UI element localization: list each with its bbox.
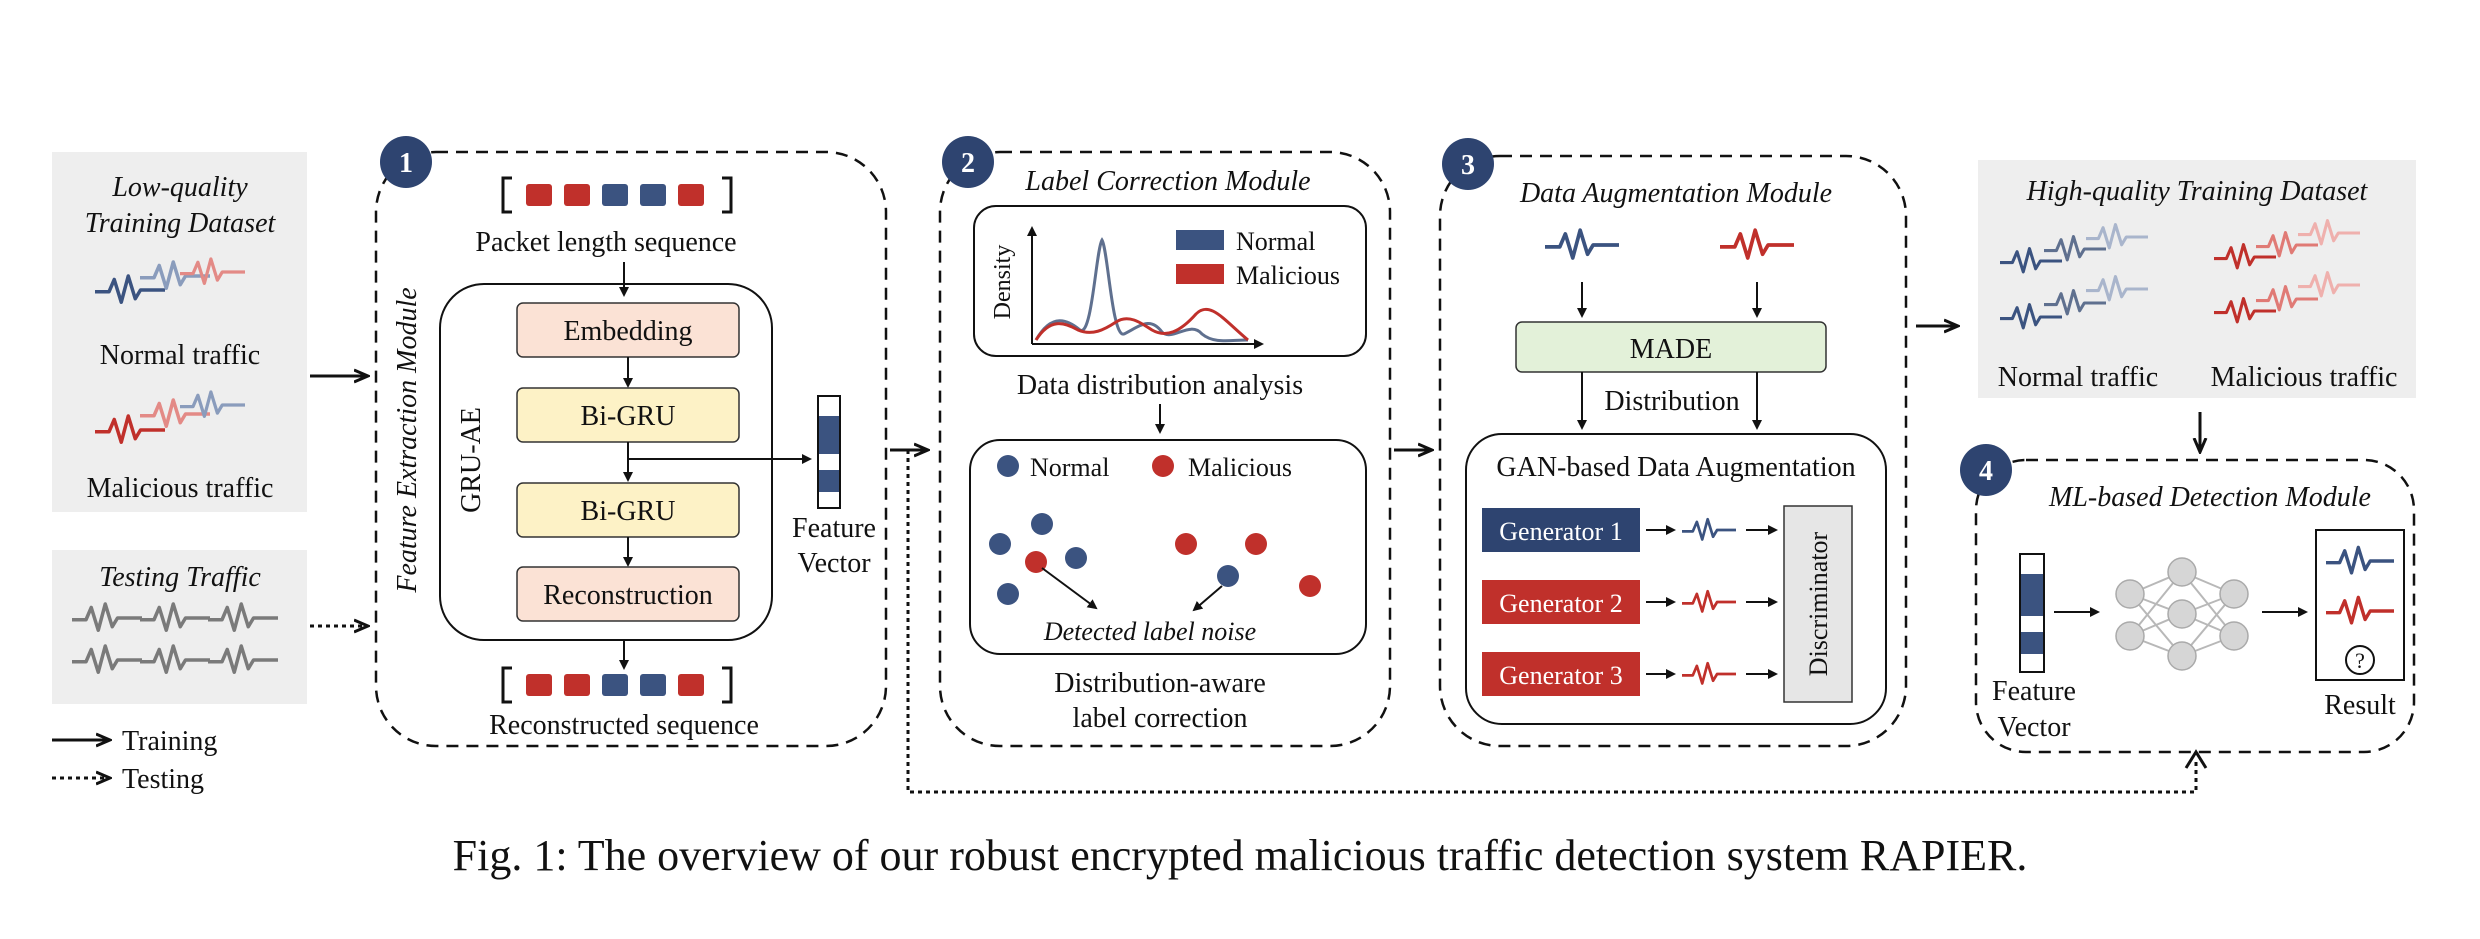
legend-testing-label: Testing: [122, 764, 204, 795]
reconstructed-sequence-icon: [501, 666, 733, 704]
unknown-result-icon: [2345, 645, 2375, 675]
ml-detection-module: 4 ML-based Detection Module Feature Vect…: [1960, 444, 2416, 754]
ml-detection-title: ML-based Detection Module: [2048, 482, 2371, 513]
feature-vector-label-line2: Vector: [797, 548, 871, 579]
gan-title: GAN-based Data Augmentation: [1496, 452, 1855, 483]
label-correction-module: 2 Label Correction Module Density Normal…: [938, 136, 1392, 748]
m4-feature-vector-line2: Vector: [1997, 712, 2071, 743]
testing-path-arrow: [906, 450, 2198, 794]
reconstructed-sequence-label: Reconstructed sequence: [489, 710, 759, 741]
packet-length-sequence-icon: [501, 176, 733, 214]
label-correction-caption-line1: Distribution-aware: [1054, 668, 1266, 699]
embedding-layer-label: Embedding: [563, 316, 692, 347]
density-legend-malicious-swatch: [1176, 264, 1224, 284]
scatter-points: [989, 513, 1321, 605]
module4-badge: 4: [1979, 456, 1993, 487]
reconstruction-layer-label: Reconstruction: [543, 580, 713, 611]
normal-wave-icon: [1545, 228, 1619, 260]
feature-vector-icon: [817, 395, 841, 509]
generator-1-label: Generator 1: [1499, 517, 1622, 546]
discriminator-label: Discriminator: [1804, 531, 1833, 676]
packet-length-sequence-label: Packet length sequence: [475, 227, 736, 258]
gru-ae-label: GRU-AE: [456, 407, 487, 513]
generator-2-label: Generator 2: [1499, 589, 1622, 618]
module2-badge: 2: [961, 148, 975, 179]
density-legend-normal: Normal: [1236, 227, 1315, 256]
data-augmentation-title: Data Augmentation Module: [1519, 178, 1832, 209]
generated-malicious-wave-icon-2: [1682, 661, 1736, 685]
discriminator-block: [1783, 505, 1853, 703]
generator-2-block: [1482, 580, 1640, 624]
dot-legend-malicious: Malicious: [1188, 453, 1292, 482]
feature-extraction-title: Feature Extraction Module: [392, 287, 423, 593]
feature-extraction-module: 1 Feature Extraction Module Packet lengt…: [374, 136, 888, 748]
m4-feature-vector-icon: [2019, 553, 2045, 673]
low-quality-title-line1: Low-quality: [111, 172, 248, 203]
bigru-layer-2-label: Bi-GRU: [581, 496, 676, 527]
legend-training-label: Training: [122, 726, 217, 757]
low-quality-dataset-panel: Low-quality Training Dataset Normal traf…: [52, 152, 307, 512]
dot-legend-malicious-marker: [1152, 455, 1174, 477]
neural-network-icon: [2115, 557, 2249, 671]
density-axis-label: Density: [990, 245, 1016, 320]
made-block: [1515, 321, 1827, 373]
unknown-result-mark: ?: [2355, 648, 2365, 673]
made-label: MADE: [1630, 334, 1712, 365]
distribution-label: Distribution: [1604, 386, 1739, 417]
label-correction-title: Label Correction Module: [1024, 166, 1310, 197]
density-legend-malicious: Malicious: [1236, 261, 1340, 290]
reconstruction-layer: [516, 566, 740, 622]
distribution-analysis-label: Data distribution analysis: [1017, 370, 1303, 401]
low-quality-title-line2: Training Dataset: [85, 208, 277, 239]
hq-normal-traffic-label: Normal traffic: [1998, 362, 2158, 393]
high-quality-dataset-panel: High-quality Training Dataset Normal tra…: [1978, 160, 2416, 398]
testing-traffic-panel: Testing Traffic: [52, 550, 307, 704]
detected-label-noise-label: Detected label noise: [1043, 617, 1256, 646]
generator-3-block: [1482, 652, 1640, 696]
dot-legend-normal: Normal: [1030, 453, 1109, 482]
legend: Training Testing: [52, 726, 217, 795]
generated-normal-wave-icon: [1682, 517, 1736, 541]
generator-1-block: [1482, 508, 1640, 552]
feature-vector-label-line1: Feature: [792, 513, 876, 544]
generated-malicious-wave-icon-1: [1682, 589, 1736, 613]
malicious-density-curve: [1034, 307, 1249, 342]
result-label: Result: [2324, 690, 2396, 721]
label-correction-caption-line2: label correction: [1073, 703, 1248, 734]
testing-traffic-title: Testing Traffic: [99, 562, 261, 593]
figure-caption: Fig. 1: The overview of our robust encry…: [452, 831, 2028, 880]
normal-traffic-label: Normal traffic: [100, 340, 260, 371]
density-legend-normal-swatch: [1176, 230, 1224, 250]
malicious-traffic-label: Malicious traffic: [87, 473, 274, 504]
hq-malicious-traffic-label: Malicious traffic: [2211, 362, 2398, 393]
malicious-wave-icon: [1720, 228, 1794, 260]
module3-badge: 3: [1461, 150, 1475, 181]
high-quality-title: High-quality Training Dataset: [2026, 176, 2369, 207]
dot-legend-normal-marker: [997, 455, 1019, 477]
m4-feature-vector-line1: Feature: [1992, 676, 2076, 707]
bigru-layer-1-label: Bi-GRU: [581, 401, 676, 432]
module1-badge: 1: [399, 148, 413, 179]
data-augmentation-module: 3 Data Augmentation Module MADE Distribu…: [1438, 138, 1908, 748]
generator-3-label: Generator 3: [1499, 661, 1622, 690]
